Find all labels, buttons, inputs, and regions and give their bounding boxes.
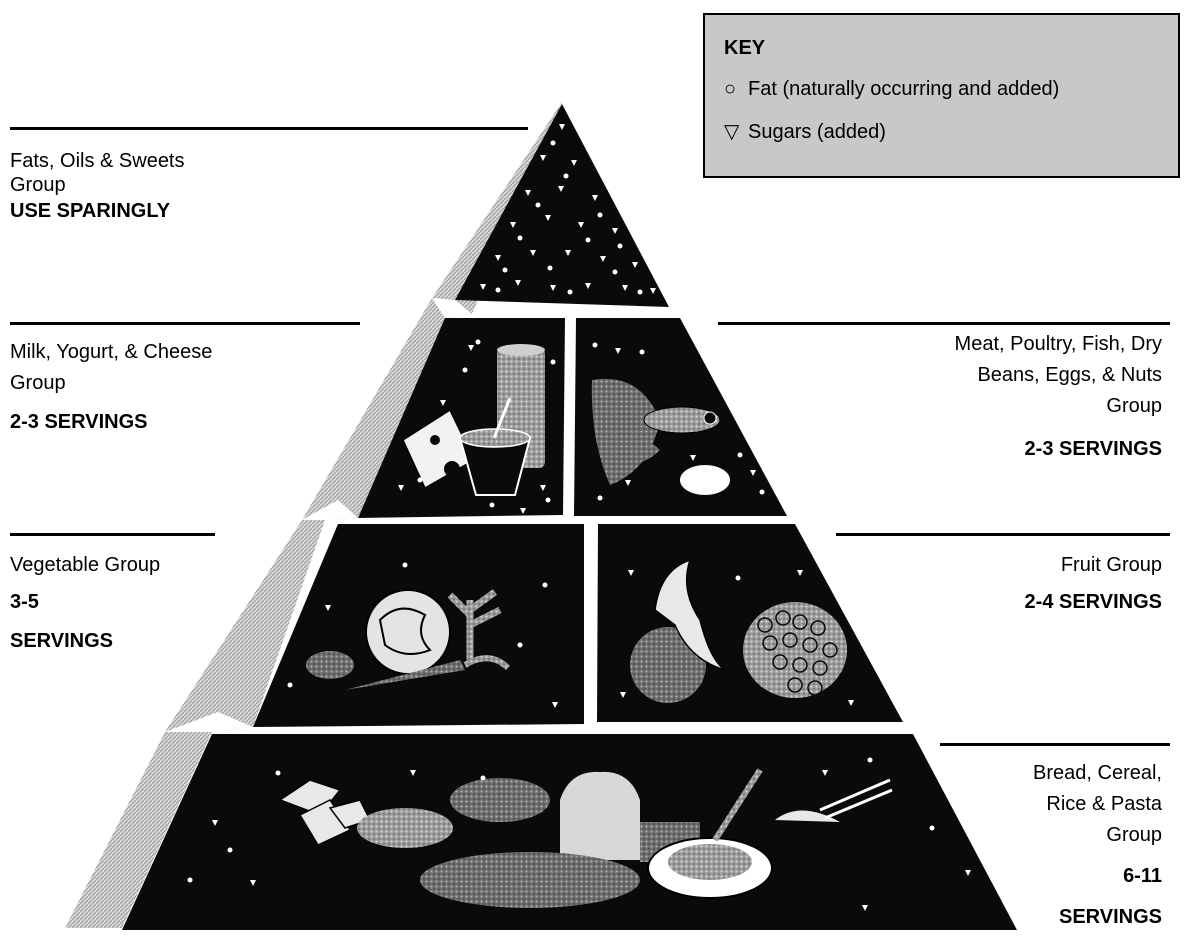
key-sugar-label: Sugars (added) xyxy=(748,121,886,143)
bread-name-line2: Rice & Pasta xyxy=(1046,793,1162,815)
milk-name-line1: Milk, Yogurt, & Cheese xyxy=(10,341,213,363)
bread-name-line3: Group xyxy=(1106,824,1162,846)
fat-circle-icon: ○ xyxy=(724,78,737,100)
side-separator-1 xyxy=(432,298,472,318)
label-meat-group: Meat, Poultry, Fish, Dry Beans, Eggs, & … xyxy=(842,329,1162,465)
rule-bread xyxy=(940,743,1170,746)
fruit-illustration xyxy=(630,558,847,703)
key-fat-row: ○ Fat (naturally occurring and added) xyxy=(724,78,1059,101)
bread-servings-line1: 6-11 xyxy=(1123,865,1162,887)
fats-symbols xyxy=(480,124,656,295)
side-separator-2 xyxy=(302,500,358,520)
rule-fruit xyxy=(836,533,1170,536)
side-separator-3 xyxy=(165,712,253,732)
tier-fats-oils-sweets xyxy=(455,104,669,307)
label-fats-group: Fats, Oils & Sweets Group USE SPARINGLY xyxy=(10,146,185,227)
label-vegetable-group: Vegetable Group 3-5 SERVINGS xyxy=(10,550,160,657)
vegetable-servings-line2: SERVINGS xyxy=(10,630,113,652)
vegetable-servings-line1: 3-5 xyxy=(10,591,39,613)
key-title: KEY xyxy=(724,37,766,59)
fats-name-line2: Group xyxy=(10,174,66,196)
key-sugar-row: ▽ Sugars (added) xyxy=(724,119,886,144)
meat-name-line2: Beans, Eggs, & Nuts xyxy=(977,364,1162,386)
fruit-servings: 2-4 SERVINGS xyxy=(1024,591,1162,613)
milk-servings: 2-3 SERVINGS xyxy=(10,411,148,433)
fruit-symbols xyxy=(620,570,854,706)
meat-name-line3: Group xyxy=(1106,395,1162,417)
vegetable-name-line1: Vegetable Group xyxy=(10,554,161,576)
milk-illustration xyxy=(402,344,545,496)
label-milk-group: Milk, Yogurt, & Cheese Group 2-3 SERVING… xyxy=(10,337,212,438)
vegetable-symbols xyxy=(287,562,558,708)
meat-symbols xyxy=(592,342,765,501)
milk-name-line2: Group xyxy=(10,372,66,394)
fruit-name-line1: Fruit Group xyxy=(1060,554,1162,576)
key-box: KEY ○ Fat (naturally occurring and added)… xyxy=(703,13,1180,178)
meat-servings: 2-3 SERVINGS xyxy=(1024,438,1162,460)
bread-servings-line2: SERVINGS xyxy=(1059,906,1162,928)
label-bread-group: Bread, Cereal, Rice & Pasta Group 6-11 S… xyxy=(942,758,1162,933)
vegetable-illustration xyxy=(306,589,511,690)
bread-symbols xyxy=(187,757,971,911)
meat-illustration xyxy=(591,378,730,495)
bread-illustration xyxy=(278,768,893,908)
fats-servings: USE SPARINGLY xyxy=(10,200,171,222)
sugar-triangle-icon: ▽ xyxy=(724,121,740,143)
rule-milk xyxy=(10,322,360,325)
label-fruit-group: Fruit Group 2-4 SERVINGS xyxy=(902,550,1162,618)
bread-name-line1: Bread, Cereal, xyxy=(1033,762,1162,784)
rule-meat xyxy=(718,322,1170,325)
meat-name-line1: Meat, Poultry, Fish, Dry xyxy=(954,333,1162,355)
key-fat-label: Fat (naturally occurring and added) xyxy=(748,78,1060,100)
rule-fats xyxy=(10,127,528,130)
milk-symbols xyxy=(398,339,556,514)
rule-vegetable xyxy=(10,533,215,536)
fats-name-line1: Fats, Oils & Sweets xyxy=(10,150,185,172)
